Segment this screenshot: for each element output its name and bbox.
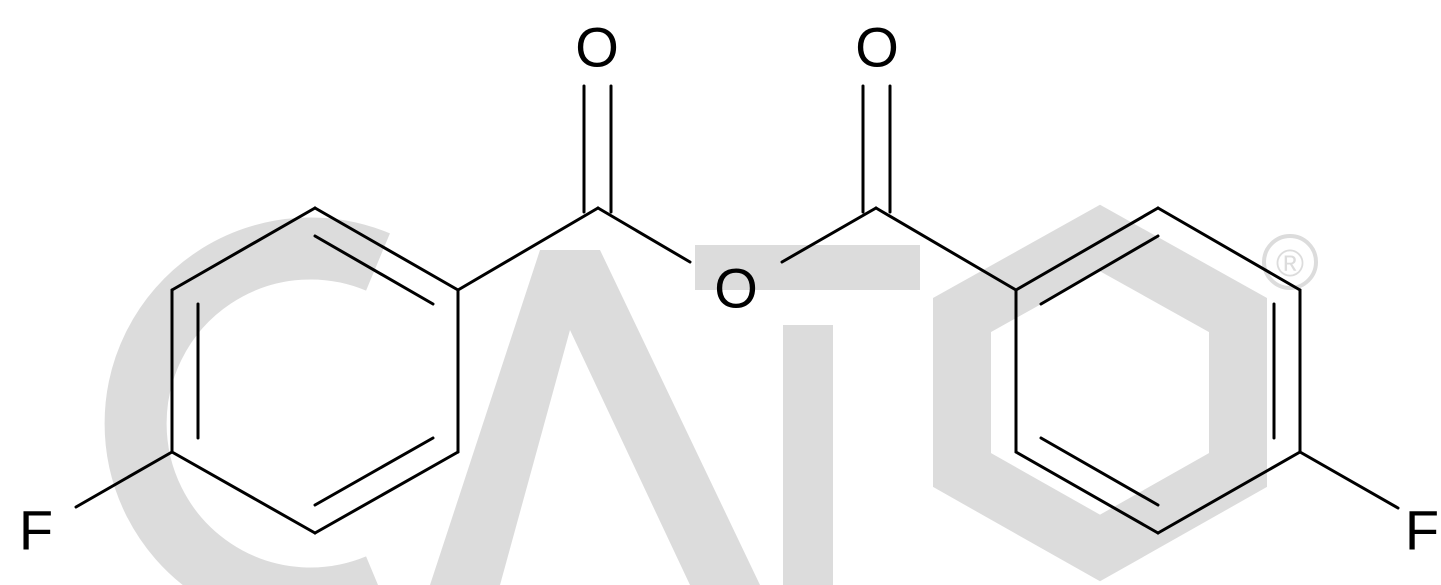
watermark-letter-t-stem (783, 325, 833, 585)
bond-oxygen-right-carbonyl (780, 206, 878, 264)
bond-left-ring-4 (313, 450, 460, 535)
bond-left-ring-inner-b (313, 436, 435, 507)
atom-oxygen-bridge: O (714, 257, 758, 320)
bond-left-ring-carbonyl (456, 206, 600, 292)
bond-lines (74, 84, 1400, 535)
atom-fluorine-right: F (1405, 499, 1439, 562)
bond-left-carbonyl-oxygen (596, 206, 692, 264)
bond-left-ring-inner-a (313, 234, 435, 306)
bond-right-ring-2 (1156, 206, 1302, 292)
bond-right-ring-5 (1014, 450, 1160, 535)
bond-left-ring-1 (170, 206, 317, 292)
bond-left-fluorine (74, 450, 174, 509)
bond-left-ring-5 (170, 450, 317, 535)
watermark-letter-a-shape (430, 250, 760, 585)
bond-right-carbonyl-ring (874, 206, 1018, 292)
bond-right-fluorine (1298, 450, 1400, 510)
bond-right-ring-inner-a (1039, 234, 1160, 306)
bond-right-ring-inner-c (1039, 436, 1160, 507)
watermark-letter-t-bar (695, 245, 920, 290)
bond-right-ring-4 (1156, 450, 1302, 535)
bond-right-ring-1 (1014, 206, 1160, 292)
watermark-registered-circle (1262, 234, 1318, 290)
bond-left-ring-2 (313, 206, 460, 292)
atom-labels: O O O F F (19, 16, 1439, 562)
atom-oxygen-carbonyl-right: O (855, 16, 899, 79)
cato-watermark-logo: ® (104, 204, 1318, 585)
watermark-letter-o-hexagon (933, 204, 1267, 582)
atom-oxygen-carbonyl-left: O (575, 16, 619, 79)
atom-fluorine-left: F (19, 499, 53, 562)
watermark-letter-c-shape (104, 217, 390, 585)
